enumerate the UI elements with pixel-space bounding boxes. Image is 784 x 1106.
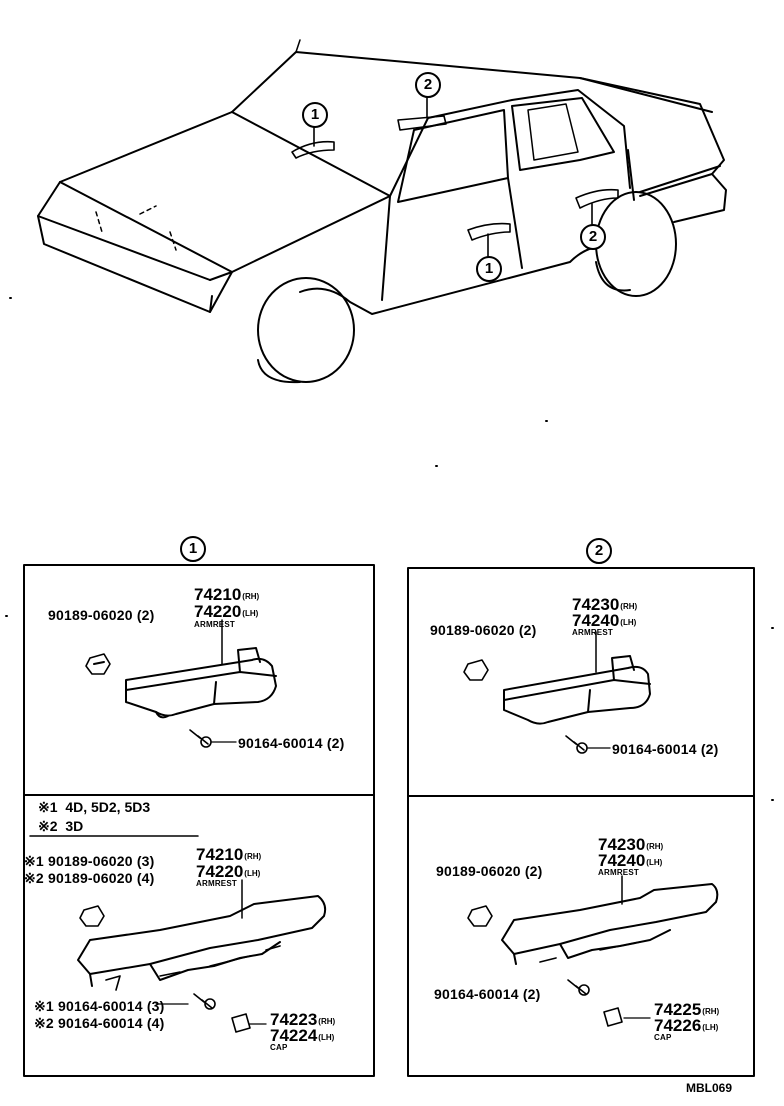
- section-2-header: 2: [586, 538, 612, 564]
- p2b-clip-label: 90189-06020 (2): [436, 863, 543, 879]
- p1t-armrest-lh: 74220(LH): [194, 602, 259, 621]
- p1b-clip-label-1: ※1 90189-06020 (3): [24, 853, 155, 869]
- p1b-armrest-name: ARMREST: [196, 879, 237, 888]
- panel-1-frame: [23, 564, 375, 1077]
- p1b-note-2: ※2 3D: [38, 818, 84, 834]
- p1t-armrest-rh: 74210(RH): [194, 585, 260, 604]
- p1b-cap-rh: 74223(RH): [270, 1010, 336, 1029]
- car-illustration: [37, 39, 727, 384]
- callout-2-roof: 2: [415, 72, 441, 98]
- p2t-armrest-rh: 74230(RH): [572, 595, 638, 614]
- callout-1-windshield: 1: [302, 102, 328, 128]
- panel-2-top-armrest-drawing: [463, 631, 651, 754]
- p1b-cap-lh: 74224(LH): [270, 1026, 335, 1045]
- panel-2-frame: [407, 567, 755, 1077]
- p2t-armrest-name: ARMREST: [572, 628, 613, 637]
- p2b-cap-rh: 74225(RH): [654, 1000, 720, 1019]
- callout-1-door: 1: [476, 256, 502, 282]
- p1t-armrest-name: ARMREST: [194, 620, 235, 629]
- p2t-clip-label: 90189-06020 (2): [430, 622, 537, 638]
- p1b-clip-label-2: ※2 90189-06020 (4): [24, 870, 155, 886]
- p2b-cap-lh: 74226(LH): [654, 1016, 719, 1035]
- p1t-clip-label: 90189-06020 (2): [48, 607, 155, 623]
- p1b-armrest-rh: 74210(RH): [196, 845, 262, 864]
- p2t-armrest-lh: 74240(LH): [572, 611, 637, 630]
- p2b-armrest-lh: 74240(LH): [598, 851, 663, 870]
- panel-1-bottom-armrest-drawing: [77, 879, 327, 1033]
- panel-2-bottom-armrest-drawing: [467, 875, 719, 1027]
- p2b-screw-label: 90164-60014 (2): [434, 986, 541, 1002]
- p2t-screw-label: 90164-60014 (2): [612, 741, 719, 757]
- callout-2-rear-door: 2: [580, 224, 606, 250]
- panel-1-top-armrest-drawing: [85, 619, 277, 748]
- p2b-armrest-rh: 74230(RH): [598, 835, 664, 854]
- p1b-screw-label-2: ※2 90164-60014 (4): [34, 1015, 165, 1031]
- scan-specks: [5, 297, 774, 801]
- p2b-cap-name: CAP: [654, 1033, 672, 1042]
- p2b-armrest-name: ARMREST: [598, 868, 639, 877]
- p1b-cap-name: CAP: [270, 1043, 288, 1052]
- p1b-screw-label-1: ※1 90164-60014 (3): [34, 998, 165, 1014]
- p1b-armrest-lh: 74220(LH): [196, 862, 261, 881]
- figure-reference: MBL069: [686, 1081, 733, 1095]
- section-1-header: 1: [180, 536, 206, 562]
- p1b-note-1: ※1 4D, 5D2, 5D3: [38, 799, 151, 815]
- p1t-screw-label: 90164-60014 (2): [238, 735, 345, 751]
